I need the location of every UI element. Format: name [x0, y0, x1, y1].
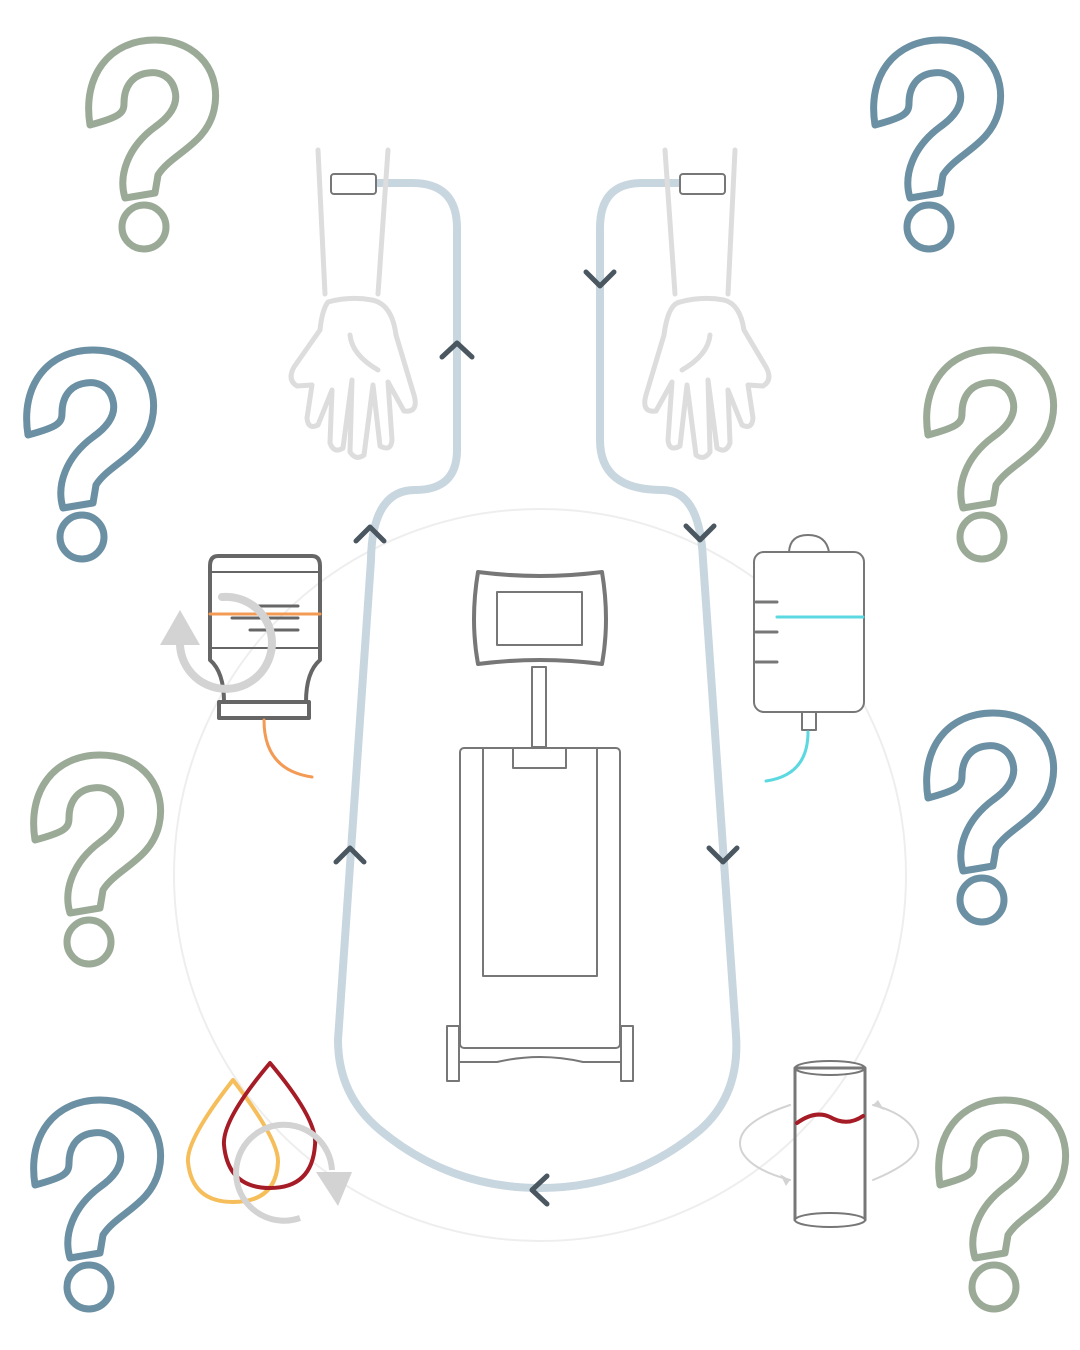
question-mark-dot — [118, 201, 170, 253]
question-mark-hook — [874, 40, 1001, 198]
rotate-arrow-left — [176, 592, 276, 693]
flow-arrow-up-2 — [353, 524, 387, 544]
question-mark-bottom-left — [34, 1100, 161, 1313]
question-mark-hook — [34, 755, 161, 913]
machine-screen-housing — [472, 570, 608, 666]
tubing — [334, 179, 741, 1192]
filter-cartridge-icon — [160, 554, 322, 779]
flow-arrow-left — [529, 1173, 550, 1207]
return-tube — [334, 179, 741, 1192]
question-mark-hook — [927, 350, 1054, 508]
fluid-bag-icon — [753, 534, 865, 783]
flow-arrow-down-3 — [706, 845, 740, 865]
question-mark-dot — [956, 511, 1008, 563]
question-mark-hook — [89, 40, 216, 198]
left-hand-icon — [288, 147, 418, 460]
question-mark-hook — [927, 713, 1054, 871]
blood-drops-icon — [185, 1061, 352, 1224]
cycle-circle — [173, 508, 907, 1242]
question-mark-top-left — [89, 40, 216, 253]
question-mark-mid-right-lower — [927, 713, 1054, 926]
rotate-arrow-bottom — [233, 1121, 335, 1224]
flow-arrows — [333, 269, 740, 1207]
question-mark-dot — [56, 511, 108, 563]
question-mark-hook — [27, 350, 154, 508]
question-mark-mid-left-upper — [27, 350, 154, 563]
question-mark-dot — [63, 1261, 115, 1313]
flow-arrow-up-1 — [439, 340, 475, 360]
right-hand-icon — [642, 147, 772, 460]
question-mark-mid-left-lower — [34, 755, 161, 968]
question-mark-dot — [903, 201, 955, 253]
question-mark-hook — [34, 1100, 161, 1258]
machine-screen — [496, 591, 583, 646]
dialysis-machine-icon — [446, 570, 634, 1082]
question-mark-dot — [956, 874, 1008, 926]
question-mark-dot — [968, 1261, 1020, 1313]
question-mark-bottom-right — [939, 1100, 1066, 1313]
flow-arrow-up-3 — [333, 845, 367, 865]
flow-arrow-down-2 — [683, 523, 717, 543]
question-mark-mid-right-upper — [927, 350, 1054, 563]
question-mark-top-right — [874, 40, 1001, 253]
flow-arrow-down-1 — [583, 269, 617, 289]
question-mark-dot — [63, 916, 115, 968]
centrifuge-tube-icon — [739, 1060, 920, 1228]
question-marks — [27, 40, 1066, 1313]
question-mark-hook — [939, 1100, 1066, 1258]
